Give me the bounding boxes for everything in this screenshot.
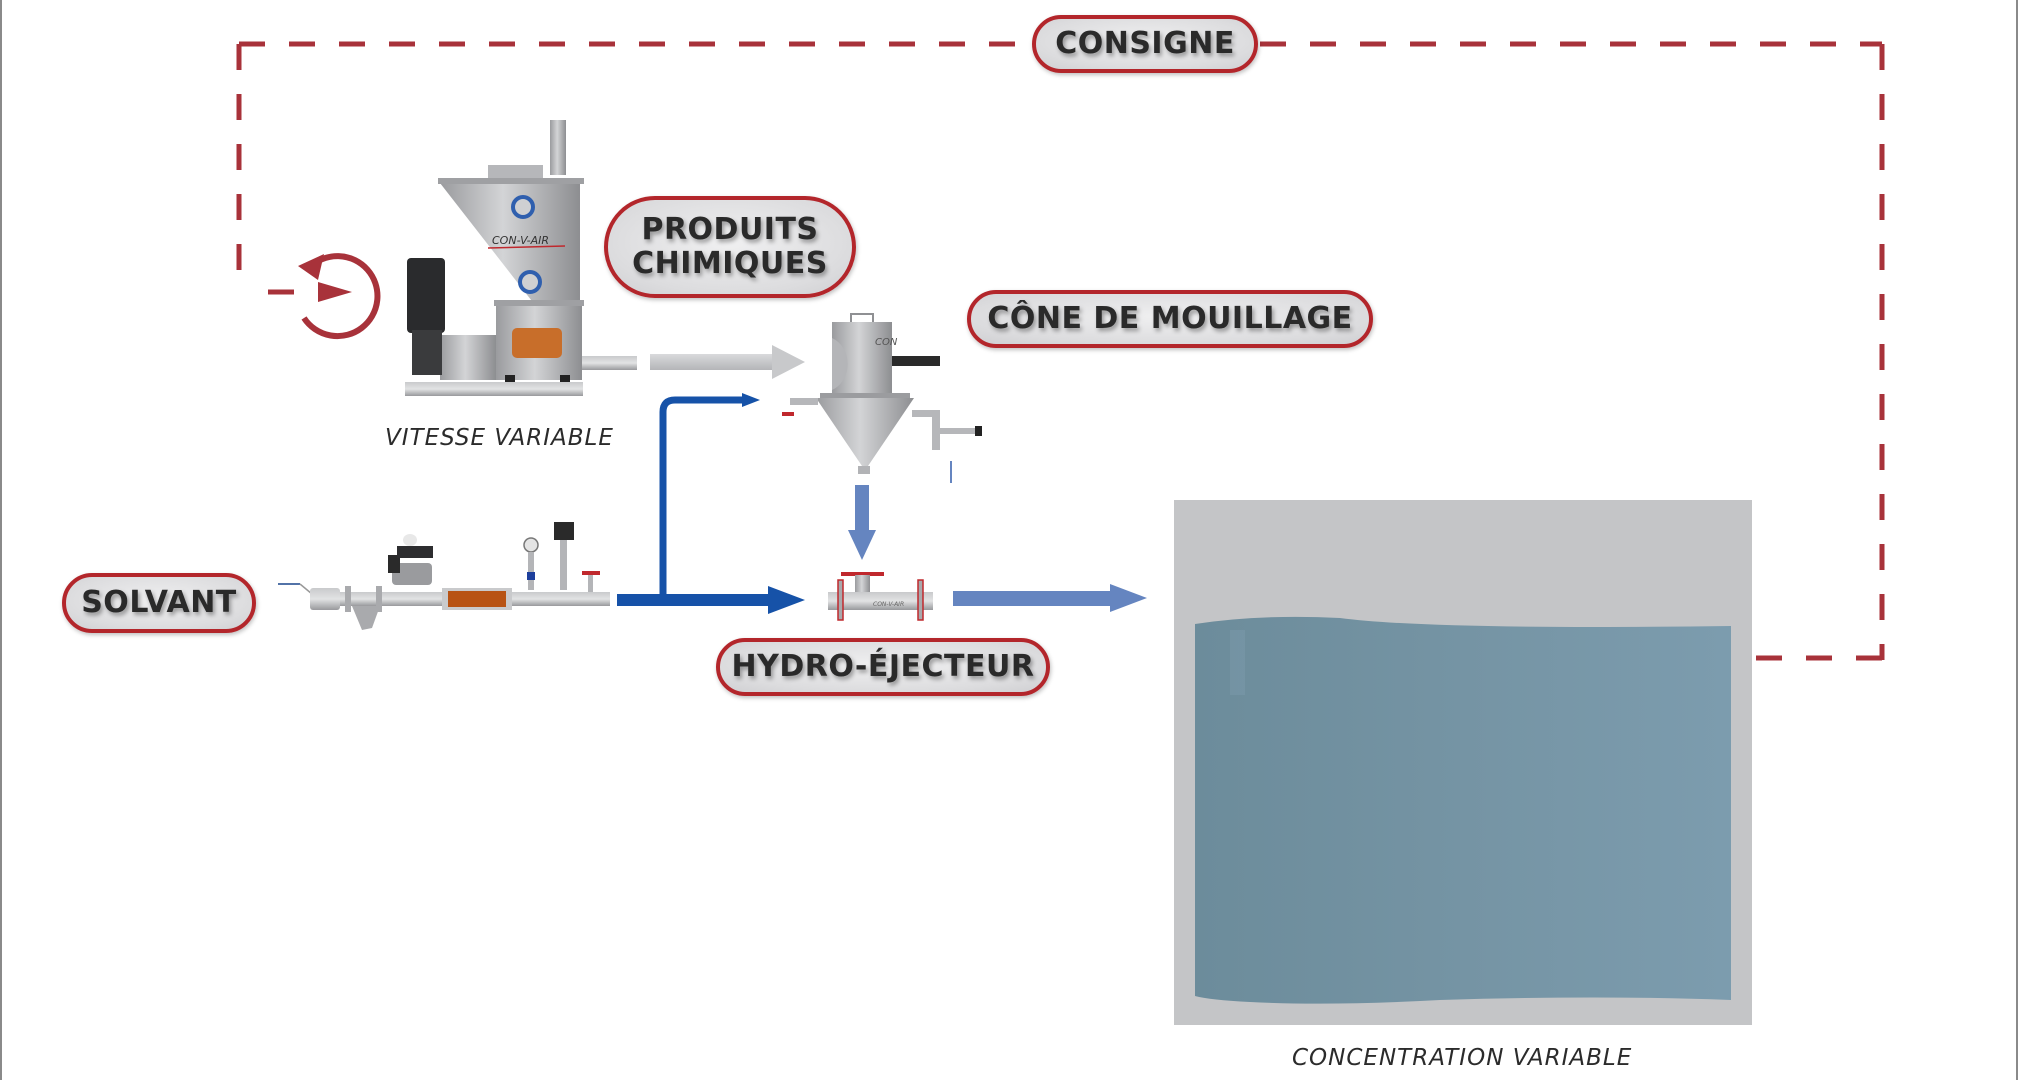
solvent-pipe-assembly [278,522,610,630]
label-produits-chimiques-line2: CHIMIQUES [632,246,828,281]
label-cone-de-mouillage: CÔNE DE MOUILLAGE [967,290,1373,348]
label-solvant-text: SOLVANT [81,584,237,620]
flowmeter-window [448,591,506,607]
solenoid-head [554,522,574,540]
label-produits-chimiques: PRODUITS CHIMIQUES [604,196,856,298]
cone-inlet-valve-handle [782,412,794,416]
wetting-cone: CON [782,313,982,483]
manual-valve-handle [582,571,600,575]
cone-actuator [892,356,940,366]
solvent-arrowhead-cone [742,393,760,407]
feeder-motor [407,258,445,333]
cone-brand-text: CON [875,337,898,348]
solvent-flow-arrows [617,393,805,614]
solvent-main-line [617,594,772,606]
label-produits-chimiques-line1: PRODUITS [641,211,819,247]
mix-down-arrow [848,485,876,560]
ejector-brand-text: CON-V-AIR [873,601,904,608]
feeder-drive-coupling [512,328,562,358]
feeder-vent-pipe [550,120,566,175]
cone-lower-section [816,398,914,466]
control-valve-actuator [392,563,432,585]
solution-to-tank-arrow [953,584,1147,612]
label-hydro-ejecteur-text: HYDRO-ÉJECTEUR [731,648,1035,684]
feeder-gearbox [440,335,496,380]
label-cone-de-mouillage-text: CÔNE DE MOUILLAGE [987,300,1353,336]
feeder-brand-text: CON-V-AIR [492,234,549,247]
label-consigne: CONSIGNE [1032,15,1258,73]
left-border [0,0,2,1080]
caption-concentration-variable: CONCENTRATION VARIABLE [1292,1045,1633,1071]
label-solvant: SOLVANT [62,573,256,633]
cone-solvent-inlet [790,398,818,405]
powder-flow-arrow [650,345,805,379]
mixing-tank [1174,500,1752,1025]
feeder-hopper [440,183,580,305]
tank-liquid [1195,616,1731,1004]
level-sensor-lower [518,270,542,294]
volumetric-feeder: CON-V-AIR [405,120,637,396]
pressure-gauge [523,537,539,553]
label-hydro-ejecteur: HYDRO-ÉJECTEUR [716,638,1050,696]
caption-vitesse-variable: VITESSE VARIABLE [385,425,614,451]
solvent-arrowhead-ejector [768,586,805,614]
speed-control-rotation-icon [298,253,381,340]
feeder-base [405,382,583,396]
right-border [2016,0,2018,1080]
label-consigne-text: CONSIGNE [1055,25,1235,61]
y-strainer [352,606,380,630]
solvent-branch-line [659,396,745,596]
hydro-ejector: CON-V-AIR [828,572,933,621]
feeder-discharge-tube [582,356,637,370]
level-sensor-upper [511,195,535,219]
feedback-loop-dashed [236,41,1885,661]
